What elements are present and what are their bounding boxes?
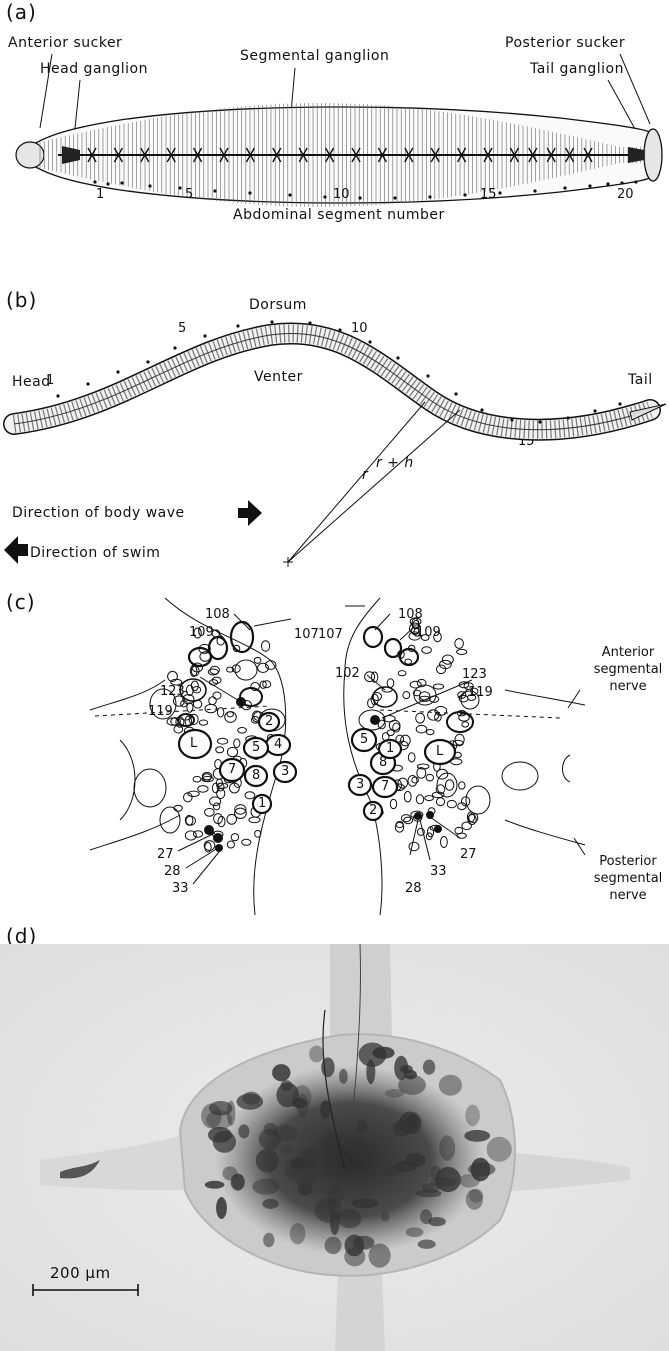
c-left-27: 27 bbox=[157, 848, 174, 861]
c-right-cell-L: L bbox=[436, 745, 443, 758]
c-right-107: 107 bbox=[318, 628, 343, 641]
anterior-nerve-line-1: Anterior bbox=[588, 646, 668, 659]
leech-swimming-drawing bbox=[0, 300, 669, 580]
segment-number-20: 20 bbox=[617, 188, 634, 201]
posterior-nerve-line-1: Posterior bbox=[588, 855, 668, 868]
c-right-cell-3: 3 bbox=[356, 778, 364, 791]
c-right-28: 28 bbox=[405, 882, 422, 895]
c-left-cell-8: 8 bbox=[252, 769, 260, 782]
c-right-cell-7: 7 bbox=[381, 780, 389, 793]
axis-label: Abdominal segment number bbox=[233, 208, 445, 222]
c-left-cell-2: 2 bbox=[265, 715, 273, 728]
c-right-33: 33 bbox=[430, 865, 447, 878]
c-right-109: 109 bbox=[416, 626, 441, 639]
body-wave-arrow bbox=[238, 500, 262, 526]
c-left-33: 33 bbox=[172, 882, 189, 895]
c-left-109: 109 bbox=[189, 626, 214, 639]
c-right-123: 123 bbox=[462, 668, 487, 681]
c-left-28: 28 bbox=[164, 865, 181, 878]
posterior-nerve-line-2: segmental bbox=[588, 872, 668, 885]
c-right-cell-1: 1 bbox=[386, 742, 394, 755]
swim-arrow bbox=[4, 536, 28, 564]
ganglion-photomicrograph bbox=[0, 944, 669, 1351]
c-left-cell-4: 4 bbox=[274, 738, 282, 751]
posterior-nerve-line-3: nerve bbox=[588, 889, 668, 902]
c-right-27: 27 bbox=[460, 848, 477, 861]
c-left-cell-3: 3 bbox=[281, 765, 289, 778]
c-left-123: 123 bbox=[160, 685, 185, 698]
anterior-nerve-line-3: nerve bbox=[588, 680, 668, 693]
c-left-108: 108 bbox=[205, 608, 230, 621]
c-left-cell-1: 1 bbox=[258, 797, 266, 810]
c-right-cell-5: 5 bbox=[360, 733, 368, 746]
anterior-nerve-line-2: segmental bbox=[588, 663, 668, 676]
scale-bar-label: 200 μm bbox=[50, 1266, 111, 1281]
c-left-cell-L: L bbox=[190, 737, 197, 750]
panel-d-label: (d) bbox=[6, 926, 37, 946]
c-right-cell-2: 2 bbox=[369, 804, 377, 817]
c-right-cell-8: 8 bbox=[379, 756, 387, 769]
segment-number-15: 15 bbox=[480, 188, 497, 201]
segment-number-1: 1 bbox=[96, 188, 104, 201]
c-left-107: 107 bbox=[294, 628, 319, 641]
segment-number-10: 10 bbox=[333, 188, 350, 201]
c-left-119: 119 bbox=[148, 705, 173, 718]
c-right-108: 108 bbox=[398, 608, 423, 621]
segment-number-5: 5 bbox=[185, 188, 193, 201]
c-right-102: 102 bbox=[335, 667, 360, 680]
c-left-cell-7: 7 bbox=[228, 763, 236, 776]
c-left-cell-5: 5 bbox=[252, 741, 260, 754]
c-right-119: 119 bbox=[468, 686, 493, 699]
